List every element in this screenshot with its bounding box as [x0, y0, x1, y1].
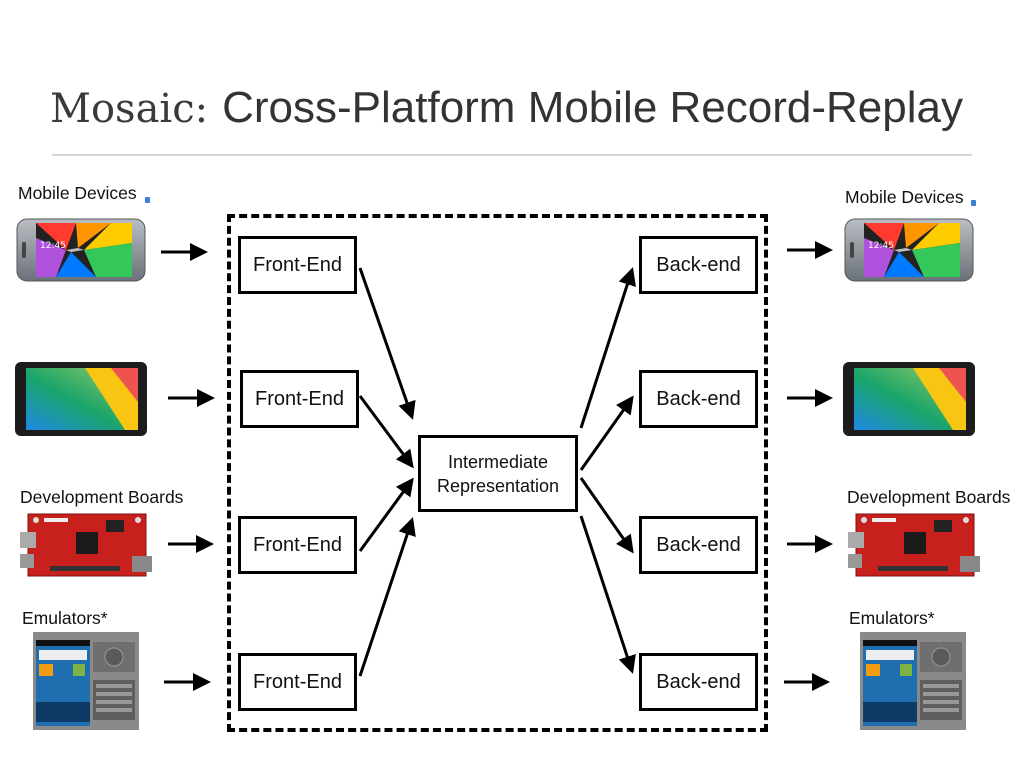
- arrow-ir-to-backend-1: [579, 267, 636, 429]
- front-end-box-1: Front-End: [238, 236, 357, 294]
- ir-line-1: Intermediate: [447, 451, 549, 472]
- back-end-box-3: Back-end: [639, 516, 758, 574]
- title-divider: [52, 154, 972, 156]
- emulator-icon: [33, 632, 139, 730]
- slide-title: Mosaic: Cross-Platform Mobile Record-Rep…: [50, 80, 963, 137]
- right-label-mobile-devices: Mobile Devices: [845, 187, 964, 207]
- arrow-ir-to-backend-3: [579, 477, 634, 554]
- svg-text:12:45: 12:45: [868, 241, 894, 251]
- right-mobile-marker-icon: [971, 200, 976, 206]
- dev-board-icon: [20, 510, 154, 582]
- dev-board-icon: [848, 510, 982, 582]
- arrow-ir-to-backend-4: [579, 515, 636, 674]
- title-brand: Mosaic:: [50, 86, 209, 132]
- right-label-emulators: Emulators*: [849, 608, 935, 628]
- left-label-emulators: Emulators*: [22, 608, 108, 628]
- arrow-ir-to-backend-2: [579, 395, 634, 471]
- left-label-development-boards: Development Boards: [20, 487, 184, 507]
- arrow-frontend-to-ir-4: [358, 517, 416, 677]
- back-end-box-1: Back-end: [639, 236, 758, 294]
- system-boundary-frame: [227, 214, 768, 732]
- front-end-box-3: Front-End: [238, 516, 357, 574]
- tablet-icon: [843, 362, 975, 436]
- intermediate-representation-box: Intermediate Representation: [418, 435, 578, 512]
- svg-text:12:45: 12:45: [40, 241, 66, 251]
- arrow-frontend-to-ir-3: [358, 477, 414, 552]
- front-end-box-2: Front-End: [240, 370, 359, 428]
- tablet-icon: [15, 362, 147, 436]
- right-label-development-boards: Development Boards: [847, 487, 1011, 507]
- front-end-box-4: Front-End: [238, 653, 357, 711]
- smartphone-icon: 12:45: [844, 218, 974, 282]
- left-label-mobile-devices: Mobile Devices: [18, 183, 137, 203]
- arrow-frontend-to-ir-2: [358, 395, 414, 469]
- back-end-box-2: Back-end: [639, 370, 758, 428]
- arrow-frontend-to-ir-1: [358, 267, 416, 420]
- emulator-icon: [860, 632, 966, 730]
- title-text: Cross-Platform Mobile Record-Replay: [222, 83, 963, 132]
- ir-line-2: Representation: [436, 475, 560, 496]
- smartphone-icon: 12:45: [16, 218, 146, 282]
- left-mobile-marker-icon: [145, 197, 150, 203]
- back-end-box-4: Back-end: [639, 653, 758, 711]
